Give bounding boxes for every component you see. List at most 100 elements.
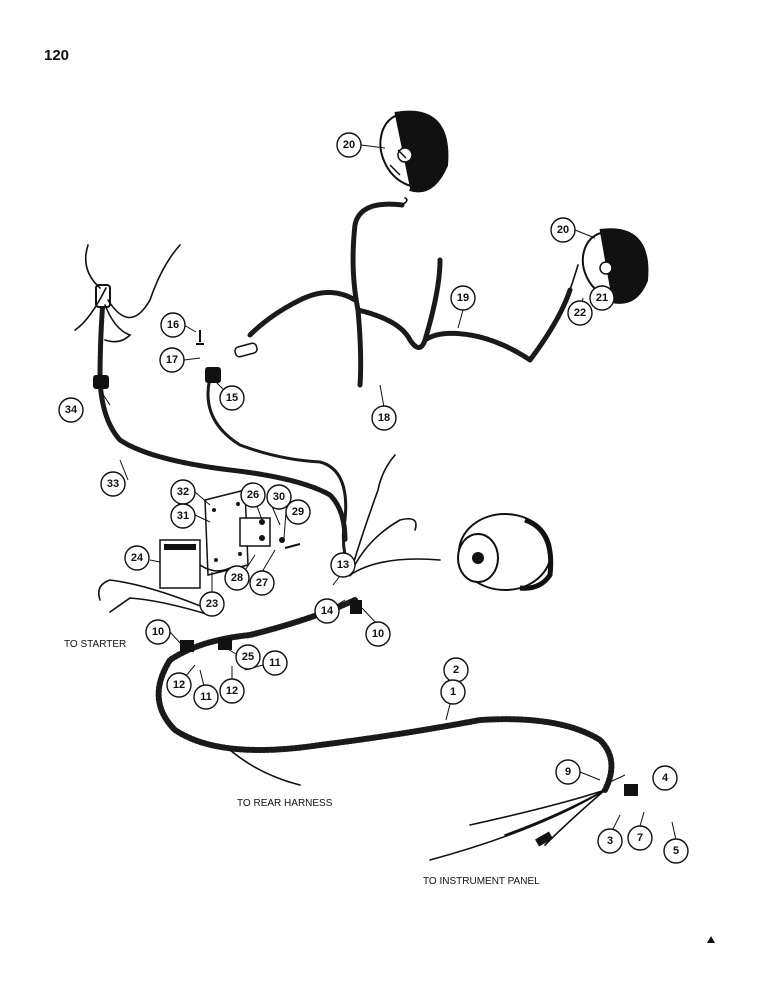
callout-7: 7 <box>627 825 653 851</box>
svg-text:32: 32 <box>177 486 189 498</box>
connector-sleeve <box>234 342 258 358</box>
callout-21: 21 <box>589 285 615 311</box>
callout-23: 23 <box>199 591 225 617</box>
alternator <box>457 513 554 591</box>
leader-lines <box>99 144 677 841</box>
svg-text:29: 29 <box>292 506 304 518</box>
svg-text:21: 21 <box>596 292 608 304</box>
svg-text:20: 20 <box>343 139 355 151</box>
clamp-10b <box>350 600 362 614</box>
rear-harness-leads <box>229 749 301 786</box>
callout-27: 27 <box>249 570 275 596</box>
caption-to-instrument-panel: TO INSTRUMENT PANEL <box>423 876 540 887</box>
grommet-34 <box>93 375 109 389</box>
svg-text:24: 24 <box>131 552 144 564</box>
svg-text:15: 15 <box>226 392 238 404</box>
callout-2: 2 <box>443 657 469 683</box>
callout-11a: 11 <box>262 650 288 676</box>
callout-32: 32 <box>170 479 196 505</box>
callout-14: 14 <box>314 598 340 624</box>
callout-28: 28 <box>224 565 250 591</box>
callout-25: 25 <box>235 644 261 670</box>
callout-12b: 12 <box>219 678 245 704</box>
callout-16: 16 <box>160 312 186 338</box>
svg-text:7: 7 <box>637 832 643 844</box>
callout-31: 31 <box>170 503 196 529</box>
caption-to-rear-harness: TO REAR HARNESS <box>237 798 333 809</box>
svg-text:27: 27 <box>256 577 268 589</box>
callout-26: 26 <box>240 482 266 508</box>
svg-text:31: 31 <box>177 510 189 522</box>
svg-text:11: 11 <box>200 691 212 703</box>
svg-text:13: 13 <box>337 559 349 571</box>
svg-text:17: 17 <box>166 354 178 366</box>
svg-text:2: 2 <box>453 664 459 676</box>
callout-4: 4 <box>652 765 678 791</box>
clamp-25 <box>218 638 232 650</box>
caption-to-starter: TO STARTER <box>64 639 126 650</box>
callout-30: 30 <box>266 484 292 510</box>
lamp-assembly-top <box>379 110 449 193</box>
decal-header <box>164 544 196 550</box>
lamp-harness <box>247 201 573 388</box>
callout-13: 13 <box>330 552 356 578</box>
callout-24: 24 <box>124 545 150 571</box>
svg-text:14: 14 <box>321 605 334 617</box>
svg-text:33: 33 <box>107 478 119 490</box>
svg-text:4: 4 <box>662 772 669 784</box>
lamp-lead-right <box>569 264 579 291</box>
callout-19: 19 <box>450 285 476 311</box>
harness-leads-lower <box>104 304 132 343</box>
svg-text:22: 22 <box>574 307 586 319</box>
callout-10a: 10 <box>365 621 391 647</box>
svg-text:12: 12 <box>173 679 185 691</box>
instrument-panel-leads <box>429 789 606 861</box>
callout-22: 22 <box>567 300 593 326</box>
svg-text:3: 3 <box>607 835 613 847</box>
starter-cables <box>97 579 211 616</box>
callout-5: 5 <box>663 838 689 864</box>
svg-text:18: 18 <box>378 412 390 424</box>
svg-text:25: 25 <box>242 651 254 663</box>
callout-17: 17 <box>159 347 185 373</box>
callout-20b: 20 <box>550 217 576 243</box>
callout-34: 34 <box>58 397 84 423</box>
svg-text:23: 23 <box>206 598 218 610</box>
lamp-lead-top <box>401 197 408 206</box>
svg-text:11: 11 <box>269 657 281 669</box>
page-number: 120 <box>44 47 69 64</box>
svg-text:26: 26 <box>247 489 259 501</box>
svg-text:1: 1 <box>450 686 456 698</box>
svg-text:28: 28 <box>231 572 243 584</box>
clamp-10a <box>180 640 194 652</box>
callout-3: 3 <box>597 828 623 854</box>
main-harness <box>155 597 615 793</box>
callout-1: 1 <box>440 679 466 705</box>
svg-text:5: 5 <box>673 845 679 857</box>
callout-15: 15 <box>219 385 245 411</box>
svg-text:30: 30 <box>273 491 285 503</box>
lamp-assembly-right <box>581 228 649 304</box>
svg-text:34: 34 <box>65 404 78 416</box>
callout-18: 18 <box>371 405 397 431</box>
callout-12a: 12 <box>166 672 192 698</box>
svg-text:16: 16 <box>167 319 179 331</box>
alternator-leads <box>349 454 441 576</box>
svg-text:20: 20 <box>557 224 569 236</box>
callout-9: 9 <box>555 759 581 785</box>
connector-plug <box>535 831 553 847</box>
svg-text:10: 10 <box>372 628 384 640</box>
svg-text:19: 19 <box>457 292 469 304</box>
svg-text:12: 12 <box>226 685 238 697</box>
clamp-15 <box>205 367 221 383</box>
callout-29: 29 <box>285 499 311 525</box>
harness-leads-upper <box>74 244 181 331</box>
callout-10b: 10 <box>145 619 171 645</box>
callout-33: 33 <box>100 471 126 497</box>
screw-16 <box>196 330 204 345</box>
strap-23 <box>199 564 231 572</box>
svg-text:9: 9 <box>565 766 571 778</box>
svg-text:10: 10 <box>152 626 164 638</box>
corner-mark <box>707 936 715 943</box>
